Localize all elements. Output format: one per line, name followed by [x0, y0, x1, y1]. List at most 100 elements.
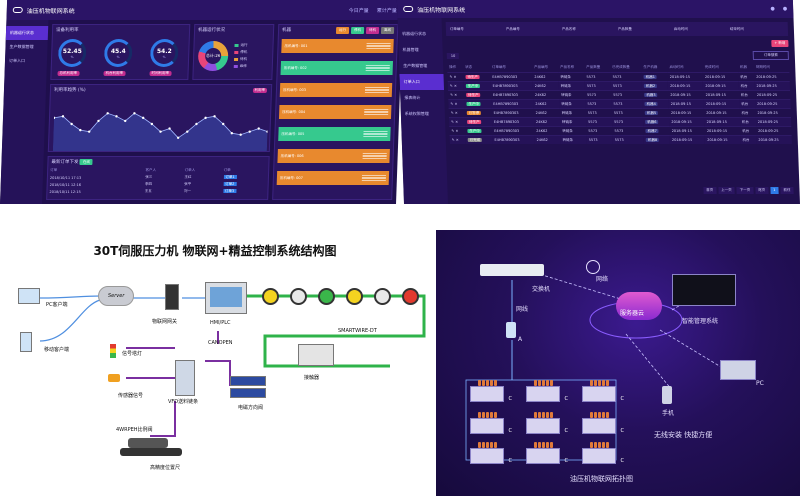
delete-icon[interactable]: ✕	[453, 75, 457, 79]
column-header: 订单	[50, 168, 58, 172]
page-size-select[interactable]: 10	[446, 52, 460, 59]
table-cell: 5573	[611, 90, 643, 100]
edit-icon[interactable]: ✎	[450, 111, 454, 115]
table-cell: ✎ ✕	[448, 117, 466, 127]
table-cell: 机器1	[641, 72, 668, 82]
column-header: 客户人	[145, 168, 157, 172]
latest-orders-title: 最新订单下发 在线	[48, 157, 268, 167]
edit-icon[interactable]: ✎	[451, 138, 455, 142]
device-row[interactable]: 压机编号: 001	[281, 39, 394, 53]
table-cell: E4HB7890303	[492, 126, 535, 136]
table-toolbar: 10 订单搜索	[446, 51, 789, 60]
table-cell: 机器6	[643, 117, 670, 127]
delete-icon[interactable]: ✕	[455, 120, 459, 124]
delete-icon[interactable]: ✕	[454, 111, 458, 115]
pager-button[interactable]: 首页	[703, 187, 717, 194]
pager-button[interactable]: 前往	[780, 187, 794, 194]
gauge-total: 52.45 %	[57, 39, 87, 67]
device-row[interactable]: 压机编号: 007	[276, 171, 390, 185]
valve-icon	[230, 376, 266, 386]
sidebar-item-orders[interactable]: 订单入口	[399, 74, 445, 90]
delete-icon[interactable]: ✕	[454, 102, 458, 106]
press-machine-icon: C	[470, 442, 512, 466]
edit-icon[interactable]: ✎	[449, 84, 453, 88]
filter-run-button[interactable]: 运行	[335, 27, 350, 34]
delete-icon[interactable]: ✕	[455, 138, 459, 142]
cloud-server-icon	[616, 292, 662, 320]
user-icon[interactable]: ●	[782, 6, 788, 12]
sidebar-item-machine-status[interactable]: 机器运行状态	[401, 31, 427, 36]
sidebar-item-permissions[interactable]: 系统权限管理	[404, 111, 429, 116]
pager-button[interactable]: 1	[770, 187, 779, 194]
add-order-button[interactable]: + 新增	[771, 40, 789, 47]
delete-icon[interactable]: ✕	[455, 129, 459, 133]
table-cell: 2018-09-15	[702, 72, 739, 82]
filter-idle-button[interactable]: 待机	[365, 27, 380, 34]
phone-label: 手机	[662, 410, 675, 417]
sidebar-item-production[interactable]: 生产数据管理	[9, 44, 34, 49]
filter-stop-button[interactable]: 停机	[350, 27, 365, 34]
orders-main: 订单编号 产品编号 产品名称 产品数量 启动时间 结束时间 + 新增 10 订单…	[445, 22, 794, 200]
sidebar-item-orders[interactable]: 订单入口	[8, 58, 26, 63]
status-badge: 已完成	[467, 137, 483, 142]
legend-item: 停机	[234, 50, 247, 55]
edit-icon[interactable]: ✎	[451, 129, 455, 133]
trend-point	[141, 116, 145, 120]
canopen-label: CANOPEN	[208, 340, 233, 346]
table-cell: 5573	[611, 99, 643, 109]
trend-card: 利用率趋势 (%) 利用率	[47, 84, 273, 152]
table-row[interactable]: 2018/10/11 12:15 王五 刘一 订单3	[47, 188, 267, 195]
utilization-card: 设备利用率 52.45 % 总机利用率 45.4 % 机台利用率 54.2 % …	[50, 24, 191, 80]
table-row[interactable]: 2018/10/11 12:16 李四 张平 订单2	[48, 181, 268, 188]
device-row[interactable]: 压机编号: 004	[278, 105, 392, 119]
search-input[interactable]: 订单搜索	[752, 51, 789, 60]
device-row[interactable]: 压机编号: 006	[277, 149, 390, 163]
sidebar-item-production[interactable]: 生产数据管理	[403, 63, 428, 68]
delete-icon[interactable]: ✕	[453, 84, 457, 88]
column-header: 订单	[223, 168, 231, 172]
table-cell: 待生产	[464, 117, 493, 127]
bell-icon[interactable]: ●	[770, 6, 775, 12]
switch-label: 交换机	[532, 286, 551, 293]
table-cell: 2018-09-25	[755, 108, 791, 118]
device-bars	[361, 174, 387, 182]
edit-icon[interactable]: ✎	[450, 93, 454, 97]
sidebar-item-machine-status[interactable]: 机器运行状态	[5, 26, 49, 40]
pager-button[interactable]: 上一页	[718, 187, 735, 194]
table-cell: ✎ ✕	[448, 99, 465, 109]
device-row[interactable]: 压机编号: 002	[280, 61, 393, 75]
latest-orders-card: 最新订单下发 在线 订单 客户人 订单人 订单 2018/10/11 17:13…	[46, 156, 270, 200]
table-cell: 机台	[740, 135, 757, 144]
trend-point	[204, 116, 207, 120]
device-row[interactable]: 压机编号: 005	[278, 127, 391, 141]
sidebar-item-machine-manage[interactable]: 机器管理	[402, 47, 419, 52]
table-cell: 2018-09-25	[754, 99, 791, 109]
table-cell: E4HB7890303	[490, 81, 533, 91]
sidebar-item-reports[interactable]: 报表统计	[404, 95, 421, 100]
edit-icon[interactable]: ✎	[450, 102, 454, 106]
trend-point	[230, 132, 234, 135]
hmi-icon	[205, 282, 247, 314]
table-cell: 2018-09-15	[667, 81, 704, 91]
table-row[interactable]: 2018/10/11 17:13 张三 王红 订单1	[48, 174, 268, 181]
edit-icon[interactable]: ✎	[449, 75, 453, 79]
ruler-label: 高精度位置尺	[150, 465, 181, 471]
legend-label: 运行	[240, 43, 248, 47]
table-cell: 2018-09-15	[703, 81, 739, 91]
device-row[interactable]: 压机编号: 003	[279, 83, 393, 97]
pager-button[interactable]: 尾页	[755, 187, 769, 194]
filter-offline-button[interactable]: 离线	[380, 27, 395, 34]
pager-button[interactable]: 下一页	[736, 187, 754, 194]
table-cell: ✎ ✕	[447, 72, 464, 82]
edit-icon[interactable]: ✎	[451, 120, 455, 124]
delete-icon[interactable]: ✕	[454, 93, 458, 97]
orders-app-title: 油压机物联网系统	[417, 6, 466, 14]
